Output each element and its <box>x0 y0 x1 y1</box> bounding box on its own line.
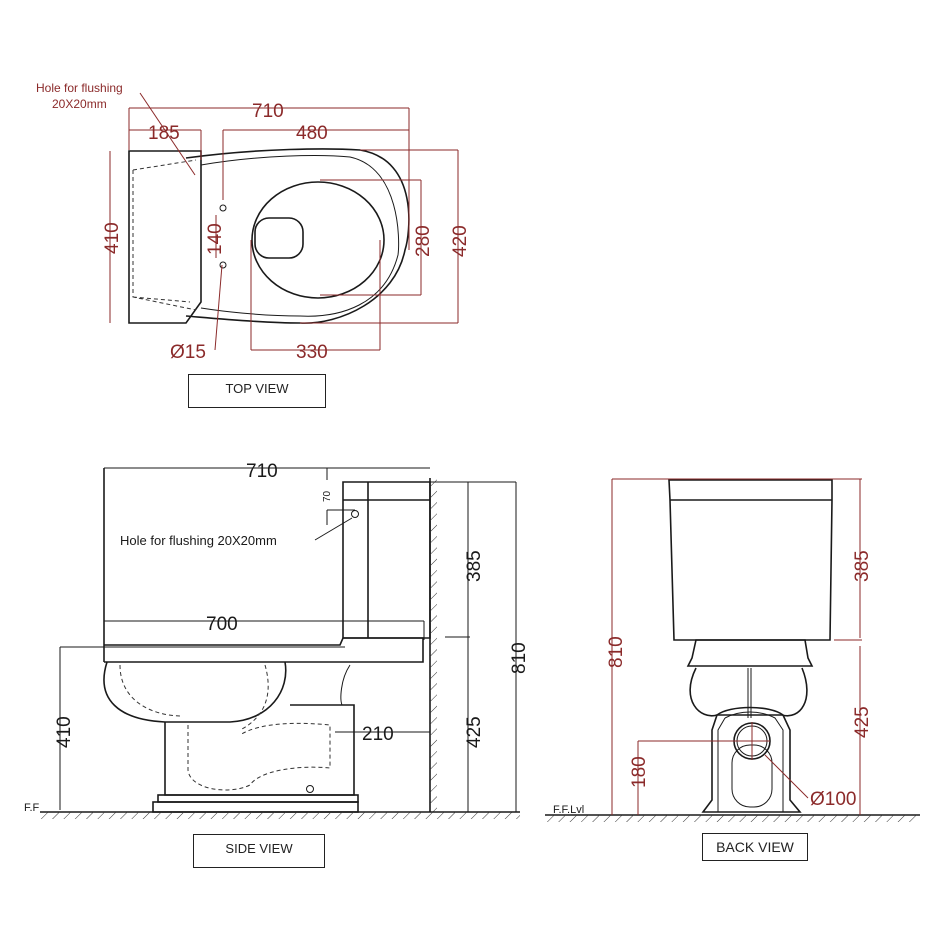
side-seat <box>104 637 424 663</box>
top-dim-710: 710 <box>252 101 284 122</box>
top-view-drawing <box>109 92 459 351</box>
side-pedestal <box>164 704 355 796</box>
top-flush-note-line1: Hole for flushing <box>36 81 123 95</box>
side-dim-700: 700 <box>206 614 238 635</box>
back-view-drawing <box>545 478 920 822</box>
top-dim-280: 280 <box>413 225 434 257</box>
side-dim-385: 385 <box>464 550 485 582</box>
side-dim-425: 425 <box>464 716 485 748</box>
side-dim-410: 410 <box>54 716 75 748</box>
back-view-label: BACK VIEW <box>702 833 808 861</box>
side-dim-70: 70 <box>322 490 333 502</box>
side-view-label: SIDE VIEW <box>193 834 325 868</box>
top-outlet <box>254 217 304 259</box>
top-dim-410: 410 <box>102 222 123 254</box>
top-dim-140: 140 <box>205 223 226 255</box>
top-bowl-outer <box>185 148 410 324</box>
side-dim-710: 710 <box>246 461 278 482</box>
back-dim-810: 810 <box>606 636 627 668</box>
top-dim-330: 330 <box>296 342 328 363</box>
top-seat <box>251 181 385 299</box>
side-flush-note: Hole for flushing 20X20mm <box>120 533 277 548</box>
side-view-drawing <box>40 467 520 819</box>
top-dim-480: 480 <box>296 123 328 144</box>
top-dim-185: 185 <box>148 123 180 144</box>
side-dim-810: 810 <box>509 642 530 674</box>
top-view-label: TOP VIEW <box>188 374 326 408</box>
side-floor-label: F.F <box>24 802 40 814</box>
back-dim-425: 425 <box>852 706 873 738</box>
top-dim-bolt-dia: Ø15 <box>170 342 206 363</box>
back-dim-385: 385 <box>852 550 873 582</box>
top-flush-note-line2: 20X20mm <box>52 97 107 111</box>
back-tank <box>668 479 833 641</box>
top-dim-420: 420 <box>450 225 471 257</box>
side-bowl <box>103 661 287 723</box>
top-tank-outline <box>128 150 202 324</box>
back-floor-label: F.F.Lvl <box>553 804 584 816</box>
back-pedestal <box>701 706 802 813</box>
back-dim-outlet-dia: Ø100 <box>810 789 856 810</box>
side-dim-210: 210 <box>362 724 394 745</box>
side-tank <box>342 481 431 639</box>
back-dim-180: 180 <box>629 756 650 788</box>
